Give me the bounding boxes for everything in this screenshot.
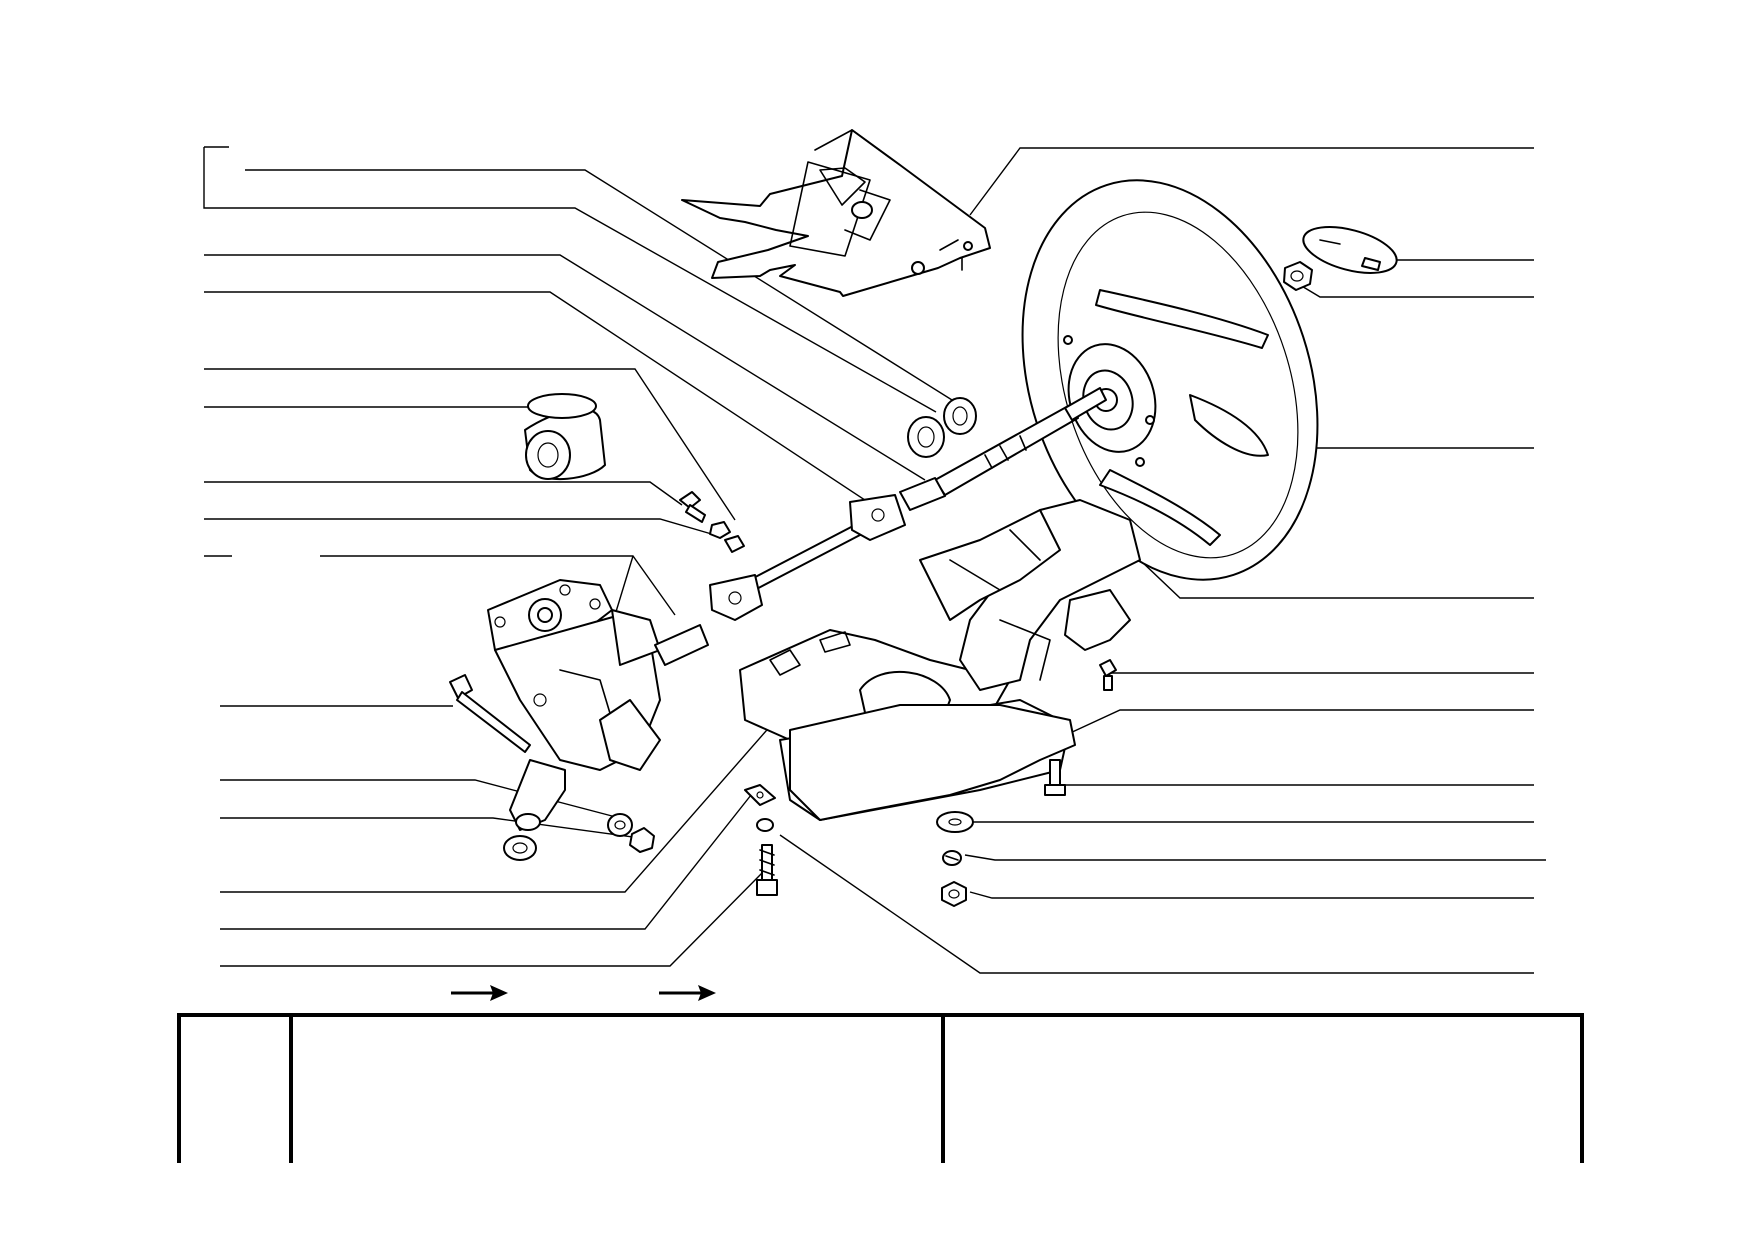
steering-gearbox (487, 579, 709, 861)
leader-lines (203, 146, 1546, 974)
leader-clip-nut (779, 834, 1534, 974)
leader-heat-shield (969, 147, 1534, 216)
horn-contact-ring (1302, 226, 1398, 274)
leader-bushing-large (245, 169, 961, 406)
mounting-bolt-long (449, 674, 531, 753)
upper-column-shroud (919, 499, 1141, 691)
leader-universal-joint-upper (204, 291, 881, 511)
shroud-screw-upper (1099, 659, 1117, 691)
pinch-bolt-small (679, 491, 745, 553)
leader-nut-right (969, 891, 1534, 899)
leader-washer-lower (220, 779, 613, 817)
leader-nut-small (204, 518, 716, 536)
leader-steering-box-b (614, 555, 634, 616)
washer-right (936, 811, 974, 833)
steering-wheel-nut (1283, 261, 1313, 291)
spring-washer-right (942, 850, 962, 866)
screw-right (1044, 759, 1066, 796)
leader-nut-lower (220, 817, 641, 839)
steering-wheel (1021, 179, 1319, 581)
arrow-right-icon (659, 985, 716, 1001)
spring-washer-center (756, 818, 774, 832)
rubber-boot (524, 393, 606, 481)
arrow-right-icon (451, 985, 508, 1001)
upper-steering-shaft (899, 387, 1107, 511)
leader-wheel-nut (1299, 284, 1534, 298)
washer-lower-left (607, 813, 633, 837)
bolt-center (756, 844, 778, 896)
title-block-cell-1 (185, 1022, 285, 1152)
nut-right (941, 881, 967, 907)
leader-bolt-small (204, 481, 683, 506)
lower-column-shroud (789, 704, 1076, 821)
title-block-cell-2 (297, 1022, 937, 1152)
leader-bolt-pinch (204, 368, 736, 521)
nut-lower-left (629, 827, 655, 853)
heat-shield-bracket (681, 129, 991, 297)
leader-lower-shroud (1054, 709, 1534, 741)
title-block-cell-3 (949, 1022, 1574, 1152)
leader-bushing-small (203, 147, 937, 413)
clip-nut (744, 784, 776, 806)
leader-shaft-spline (204, 254, 926, 481)
leader-clip (220, 789, 756, 930)
leader-column-bracket (220, 714, 781, 893)
leader-spring-washer (964, 854, 1546, 861)
intermediate-shaft (709, 494, 906, 621)
shaft-bushings (907, 397, 977, 458)
leader-screw-lower (220, 869, 766, 967)
leader-upper-shroud (1139, 559, 1534, 599)
title-block-frame (177, 1013, 1584, 1163)
